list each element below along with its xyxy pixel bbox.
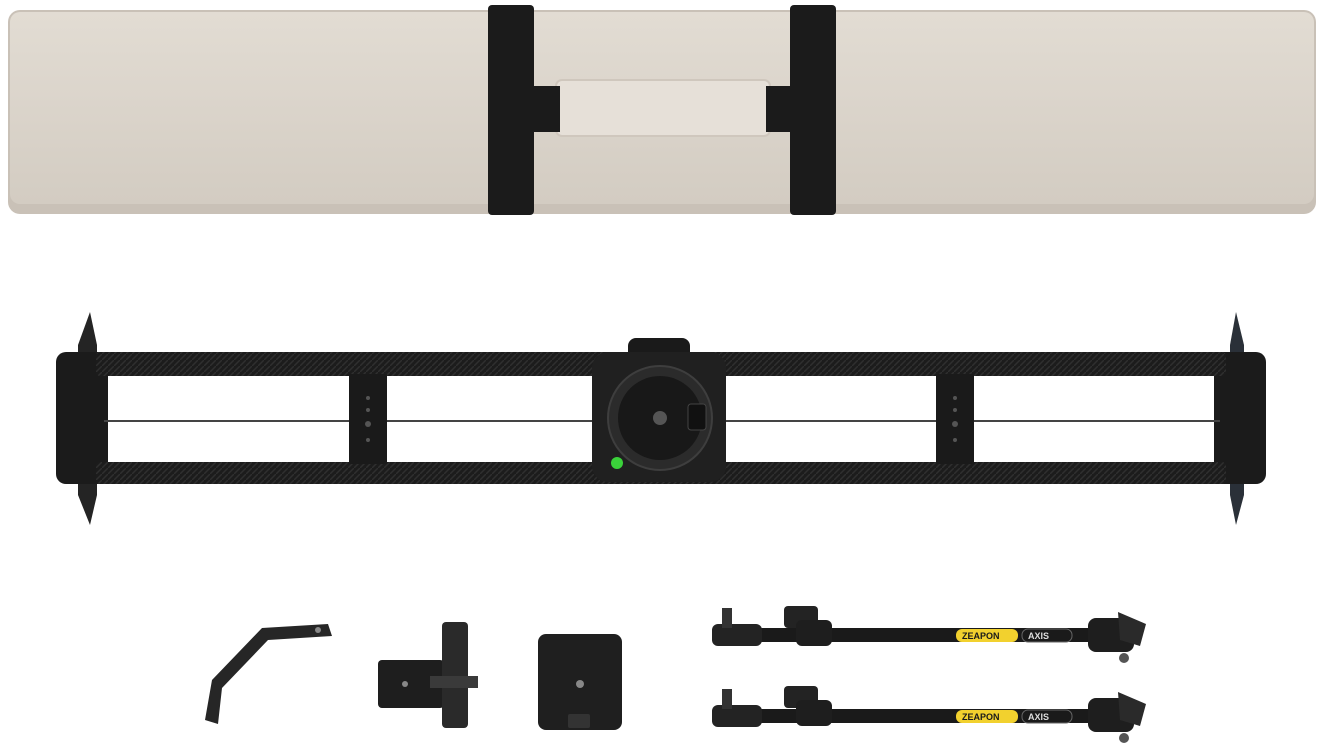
case-handle (555, 79, 771, 137)
arm-top-brand: ZEAPON (962, 631, 1000, 641)
camera-slider (56, 312, 1266, 525)
arm-top-model: AXIS (1028, 631, 1049, 641)
rail-support-left (349, 374, 387, 464)
support-screws (365, 396, 958, 442)
right-end-cap (1214, 352, 1266, 484)
arm-bottom-brand: ZEAPON (962, 712, 1000, 722)
carry-case (8, 5, 1316, 215)
strap-right-loop (766, 86, 826, 132)
rail-support-right (936, 374, 974, 464)
carriage-latch (687, 403, 707, 431)
slider-carriage (592, 338, 726, 482)
strap-left-loop (500, 86, 560, 132)
arm-bottom-model: AXIS (1028, 712, 1049, 722)
support-arm-top: ZEAPON AXIS (712, 606, 1146, 663)
case-straps (488, 5, 836, 215)
l-bracket (205, 624, 332, 724)
mount-screw (653, 411, 667, 425)
support-arm-bottom: ZEAPON AXIS (712, 686, 1146, 743)
clamp-mount (378, 622, 478, 728)
status-led-icon (611, 457, 623, 469)
quick-release-plate (538, 634, 622, 730)
left-end-cap (56, 352, 108, 484)
